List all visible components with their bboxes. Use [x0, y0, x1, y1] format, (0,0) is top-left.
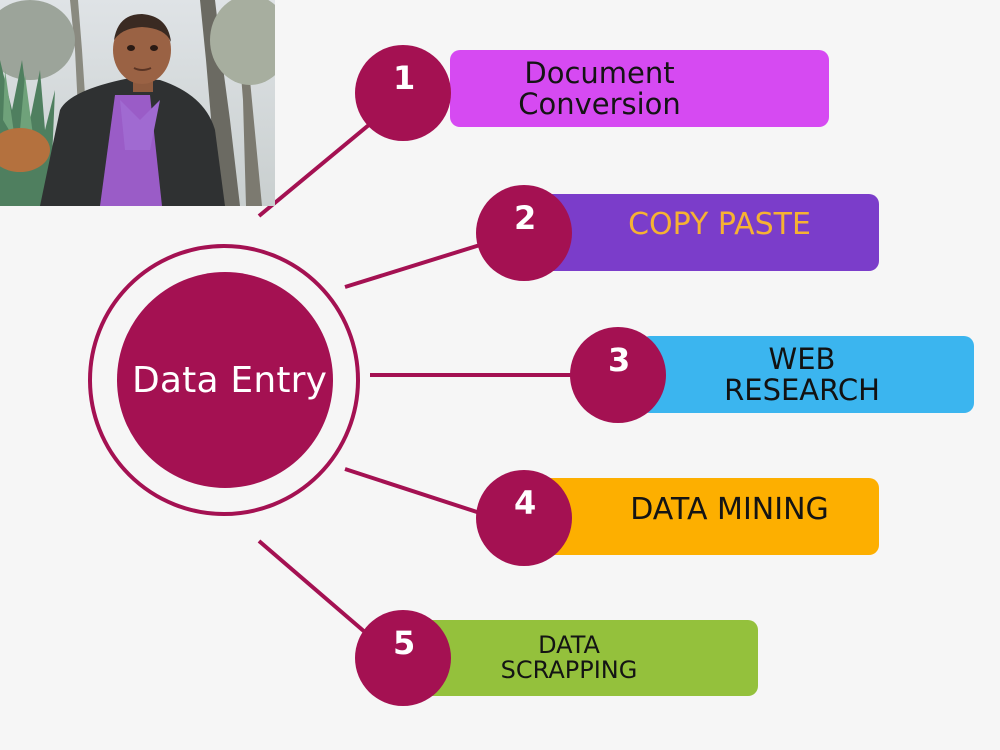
branch-label-5-line-2: SCRAPPING: [500, 656, 638, 684]
branch-box-5: DATA SCRAPPING: [420, 620, 758, 696]
branch-box-4: DATA MINING: [540, 478, 879, 555]
hub-circle: [117, 272, 333, 488]
branch-label-3-line-2: RESEARCH: [724, 372, 880, 407]
profile-photo: [0, 0, 275, 206]
branch-box-1: Document Conversion: [450, 50, 829, 127]
number-circle-1: 1: [355, 45, 451, 141]
connector-line-1: [257, 122, 372, 218]
number-1: 1: [393, 59, 416, 97]
number-2: 2: [514, 199, 537, 237]
hub-label: Data Entry: [132, 360, 328, 401]
branch-label-3-line-1: WEB: [768, 342, 836, 377]
connector-line-5: [257, 539, 368, 635]
branch-label-2: COPY PASTE: [608, 209, 811, 241]
branch-label-2-line-1: COPY PASTE: [628, 206, 811, 242]
number-circle-3: 3: [570, 327, 666, 423]
branch-label-1-line-2: Conversion: [518, 86, 681, 121]
branch-label-1-line-1: Document: [524, 56, 675, 91]
connector-line-2: [344, 243, 481, 289]
branch-label-4: DATA MINING: [590, 494, 829, 526]
branch-box-2: COPY PASTE: [540, 194, 879, 271]
number-circle-2: 2: [476, 185, 572, 281]
number-5: 5: [393, 624, 416, 662]
branch-label-3: WEB RESEARCH: [724, 344, 890, 405]
branch-label-4-line-1: DATA MINING: [630, 491, 829, 527]
number-4: 4: [514, 484, 537, 522]
number-3: 3: [608, 341, 631, 379]
number-circle-5: 5: [355, 610, 451, 706]
branch-label-5-line-1: DATA: [538, 630, 600, 659]
branch-label-1: Document Conversion: [518, 58, 761, 119]
connector-line-4: [344, 467, 481, 515]
number-circle-4: 4: [476, 470, 572, 566]
branch-box-3: WEB RESEARCH: [640, 336, 974, 413]
branch-label-5: DATA SCRAPPING: [500, 630, 678, 684]
